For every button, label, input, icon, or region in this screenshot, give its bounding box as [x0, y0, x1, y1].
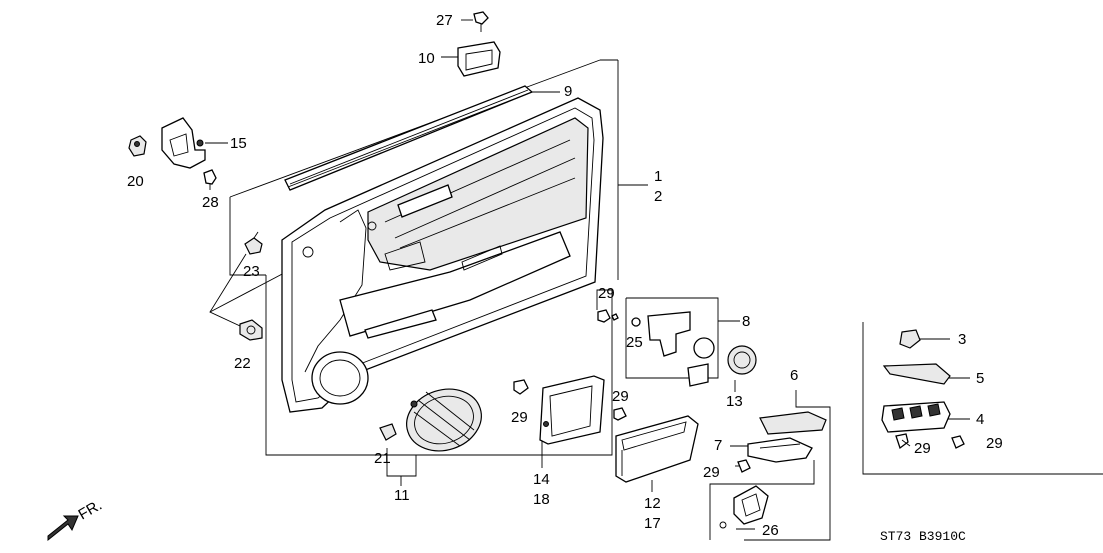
window-switch-bezel-part-10: [457, 41, 501, 77]
lock-mechanism-part-8: [631, 311, 715, 387]
clip-part-3: [899, 329, 921, 349]
callout-7: 7: [714, 437, 722, 454]
screw-part-29-e: [895, 433, 911, 450]
weatherstrip-part-9: [284, 85, 534, 191]
callout-1: 1: [654, 168, 662, 185]
callout-29-e: 29: [914, 440, 931, 457]
bracket-part-15: [161, 117, 206, 169]
callout-15: 15: [230, 135, 247, 152]
screw-part-29-a: [513, 379, 529, 395]
screw-part-29-g: [611, 313, 619, 321]
callout-9: 9: [564, 83, 572, 100]
callout-10: 10: [418, 50, 435, 67]
cap-part-13: [727, 345, 757, 375]
callout-26: 26: [762, 522, 779, 539]
callout-14: 14: [533, 471, 550, 488]
callout-29-a: 29: [511, 409, 528, 426]
callout-29-b: 29: [598, 285, 615, 302]
clip-part-21: [379, 423, 397, 441]
clip-part-20: [128, 135, 147, 157]
callout-6: 6: [790, 367, 798, 384]
callout-8: 8: [742, 313, 750, 330]
callout-5: 5: [976, 370, 984, 387]
screw-part-29-b: [597, 309, 611, 323]
callout-17: 17: [644, 515, 661, 532]
garnish-part-5: [882, 363, 951, 385]
screw-part-29-d: [737, 459, 751, 473]
screw-part-29-c: [613, 407, 627, 421]
bracket-part-26: [719, 485, 769, 529]
clip-part-23: [244, 231, 263, 255]
direction-label: FR.: [76, 497, 105, 524]
callout-29-f: 29: [986, 435, 1003, 452]
speaker-grille-part-11: [406, 388, 482, 452]
diagram-code: ST73 B3910C: [880, 529, 966, 544]
switch-assembly-part-4: [881, 401, 951, 433]
callout-4: 4: [976, 411, 984, 428]
callout-29-c: 29: [612, 388, 629, 405]
callout-numbers: 1 2 3 4 5 6 7 8 9 10 11 12 13 14 15 17 1…: [127, 12, 1003, 539]
pocket-frame-part-14: [539, 375, 605, 445]
callout-23: 23: [243, 263, 260, 280]
callout-21: 21: [374, 450, 391, 467]
callout-18: 18: [533, 491, 550, 508]
screw-part-29-f: [951, 435, 965, 449]
handle-part-7: [747, 437, 813, 463]
callout-25: 25: [626, 334, 643, 351]
screw-part-27: [473, 11, 489, 32]
callout-2: 2: [654, 188, 662, 205]
callout-3: 3: [958, 331, 966, 348]
callout-28: 28: [202, 194, 219, 211]
door-lining-part-1: [281, 97, 604, 413]
callout-20: 20: [127, 173, 144, 190]
callout-13: 13: [726, 393, 743, 410]
callout-12: 12: [644, 495, 661, 512]
screw-part-28: [203, 169, 217, 190]
callout-27: 27: [436, 12, 453, 29]
handle-cover-part-6: [759, 411, 827, 435]
callout-22: 22: [234, 355, 251, 372]
door-pocket-part-12: [615, 415, 699, 483]
callout-11: 11: [394, 487, 410, 504]
clip-part-22: [239, 319, 263, 341]
callout-29-d: 29: [703, 464, 720, 481]
front-direction-arrow-icon: FR.: [47, 497, 105, 542]
